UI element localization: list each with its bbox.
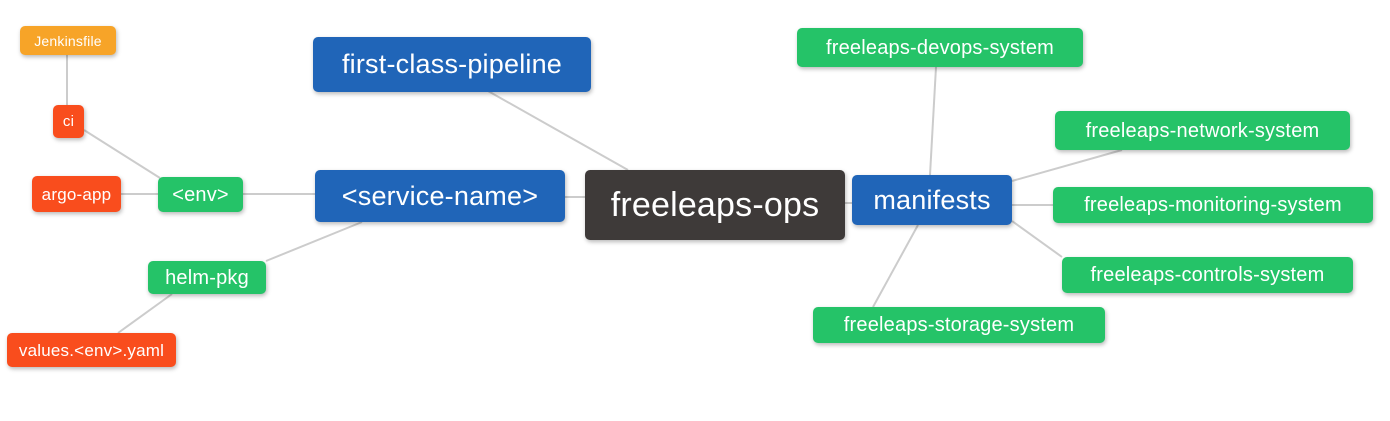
node-first-class-pipeline[interactable]: first-class-pipeline	[313, 37, 591, 92]
node-monitoring-system[interactable]: freeleaps-monitoring-system	[1053, 187, 1373, 223]
edge-values-env-yaml-to-helm-pkg	[117, 293, 173, 334]
edge-ci-to-env	[83, 129, 161, 179]
node-controls-system[interactable]: freeleaps-controls-system	[1062, 257, 1353, 293]
edge-first-class-pipeline-to-freeleaps-ops	[487, 90, 629, 171]
node-helm-pkg[interactable]: helm-pkg	[148, 261, 266, 294]
node-env[interactable]: <env>	[158, 177, 243, 212]
node-freeleaps-ops[interactable]: freeleaps-ops	[585, 170, 845, 240]
edge-manifests-to-network-system	[1011, 149, 1123, 182]
node-values-env-yaml[interactable]: values.<env>.yaml	[7, 333, 176, 367]
edge-manifests-to-devops-system	[929, 66, 937, 176]
edge-manifests-to-storage-system	[872, 224, 919, 308]
node-ci[interactable]: ci	[53, 105, 84, 138]
edge-helm-pkg-to-service-name	[265, 221, 363, 262]
node-jenkinsfile[interactable]: Jenkinsfile	[20, 26, 116, 55]
node-devops-system[interactable]: freeleaps-devops-system	[797, 28, 1083, 67]
edge-manifests-to-controls-system	[1011, 220, 1063, 258]
node-manifests[interactable]: manifests	[852, 175, 1012, 225]
node-network-system[interactable]: freeleaps-network-system	[1055, 111, 1350, 150]
node-service-name[interactable]: <service-name>	[315, 170, 565, 222]
node-argo-app[interactable]: argo-app	[32, 176, 121, 212]
node-storage-system[interactable]: freeleaps-storage-system	[813, 307, 1105, 343]
